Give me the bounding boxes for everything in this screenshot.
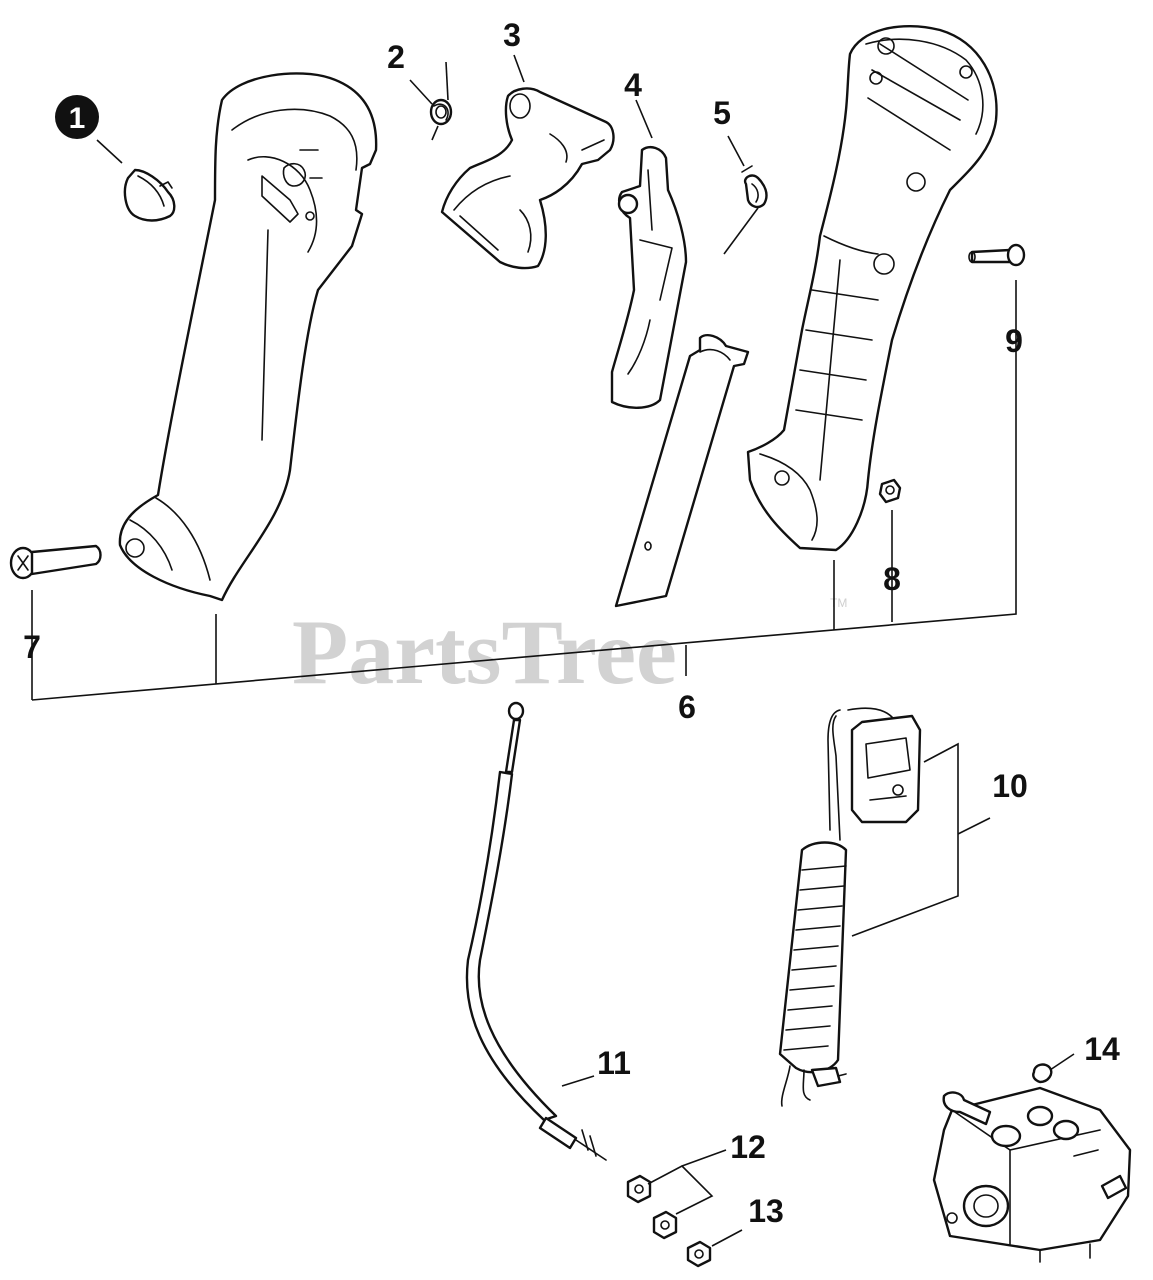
part-4-lever[interactable]	[610, 146, 688, 409]
part-5-spring[interactable]	[741, 165, 768, 209]
callout-5[interactable]: 5	[713, 95, 731, 131]
callout-8[interactable]: 8	[883, 561, 901, 597]
part-9-screw[interactable]	[968, 243, 1026, 267]
callout-4[interactable]: 4	[624, 67, 642, 103]
leader-lines	[31, 54, 1075, 1247]
right-handle-half[interactable]	[746, 24, 998, 552]
part-14-clip[interactable]	[1032, 1063, 1053, 1084]
callout-14[interactable]: 14	[1084, 1031, 1120, 1067]
part-8-nut[interactable]	[878, 478, 902, 504]
part-1-knob[interactable]	[123, 168, 176, 222]
carburetor[interactable]	[932, 1086, 1132, 1263]
watermark-trademark: TM	[830, 596, 847, 610]
callout-1-badge	[55, 95, 99, 139]
callout-13[interactable]: 13	[748, 1193, 784, 1229]
part-12-nut-a[interactable]	[626, 1174, 652, 1204]
callout-12[interactable]: 12	[730, 1129, 766, 1165]
callout-7[interactable]: 7	[23, 629, 41, 665]
callout-1[interactable]: 1	[69, 102, 86, 135]
part-12-nut-b[interactable]	[652, 1210, 678, 1240]
part-3-trigger[interactable]	[440, 87, 615, 270]
watermark-text: PartsTree	[292, 601, 677, 703]
callout-6[interactable]: 6	[678, 689, 696, 725]
part-7-screw[interactable]	[9, 544, 102, 580]
callout-2[interactable]: 2	[387, 39, 405, 75]
callout-10[interactable]: 10	[992, 768, 1028, 804]
callout-9[interactable]: 9	[1005, 323, 1023, 359]
part-11-throttle-cable[interactable]	[465, 701, 607, 1161]
part-2-spring[interactable]	[429, 98, 453, 126]
part-13-nut[interactable]	[686, 1240, 712, 1268]
part-10-switch-harness[interactable]	[778, 707, 922, 1107]
callout-11[interactable]: 11	[597, 1045, 631, 1081]
callout-3[interactable]: 3	[503, 17, 521, 53]
left-handle-half[interactable]	[118, 72, 378, 602]
